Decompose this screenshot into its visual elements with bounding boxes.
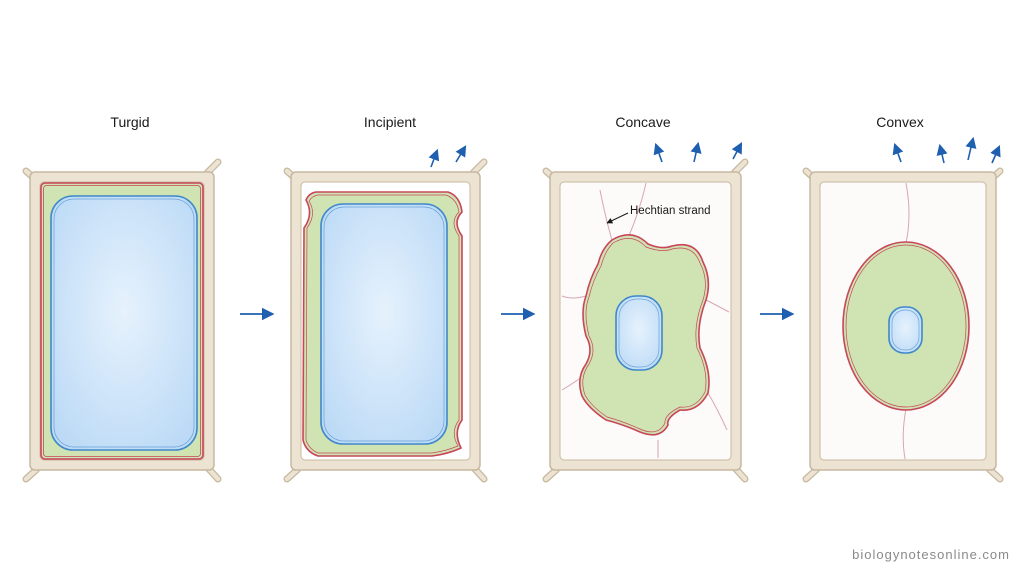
hechtian-strands	[902, 182, 910, 460]
water-exit-arrows-incipient	[428, 145, 467, 168]
stage-title-convex: Convex	[876, 114, 924, 130]
vacuole	[615, 295, 663, 371]
water-exit-arrow	[965, 136, 977, 161]
stage-title-turgid: Turgid	[110, 114, 150, 130]
hechtian-strand-label: Hechtian strand	[630, 205, 711, 217]
stage-title-concave: Concave	[615, 114, 671, 130]
water-exit-arrow	[892, 142, 904, 163]
plasma-membrane	[43, 185, 201, 457]
plasma-membrane	[845, 244, 967, 408]
water-exit-arrow	[936, 143, 948, 164]
vacuole	[320, 203, 448, 445]
cell-concave	[542, 158, 749, 483]
water-exit-arrow	[690, 141, 702, 163]
cell-convex	[802, 167, 1004, 483]
watermark: biologynotesonline.com	[852, 547, 1010, 562]
water-exit-arrow	[455, 145, 467, 163]
annotation-pointer	[606, 212, 629, 224]
cell-turgid	[22, 158, 222, 483]
water-exit-arrow	[653, 142, 665, 163]
vacuole	[50, 195, 198, 451]
water-exit-arrow	[731, 142, 743, 160]
hechtian-strands	[561, 182, 730, 458]
cell-incipient	[283, 158, 488, 483]
stage-title-incipient: Incipient	[363, 114, 417, 130]
water-exit-arrow	[428, 148, 440, 168]
tonoplast	[53, 198, 195, 448]
tonoplast	[891, 309, 920, 351]
vacuole	[888, 306, 923, 354]
water-exit-arrow	[990, 144, 1001, 164]
tonoplast	[323, 206, 445, 442]
water-exit-arrows-convex	[892, 136, 1001, 164]
plasma-membrane	[582, 238, 707, 433]
plasma-membrane	[305, 194, 460, 454]
tonoplast	[618, 298, 660, 368]
water-exit-arrows-concave	[653, 141, 743, 163]
